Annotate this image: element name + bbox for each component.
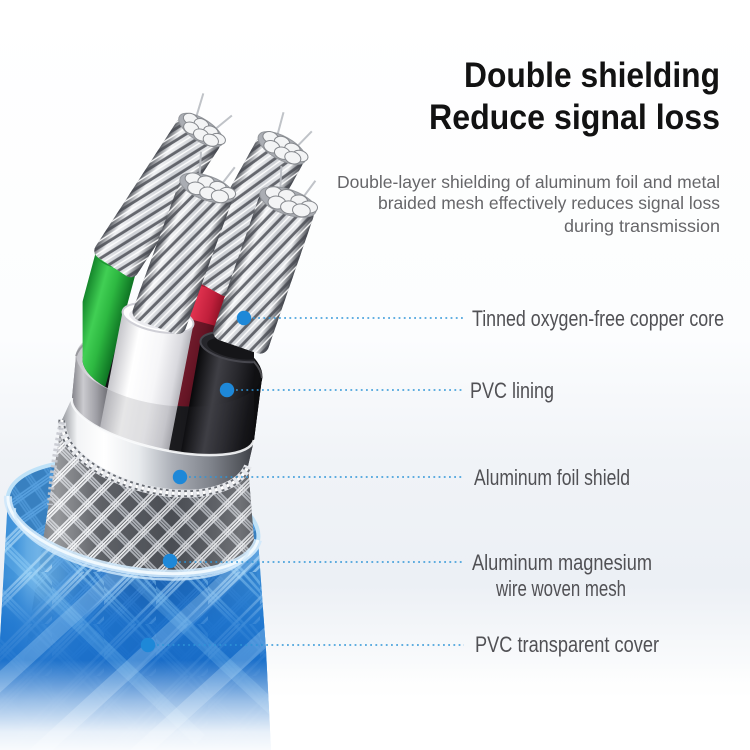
svg-text:Tinned oxygen-free copper core: Tinned oxygen-free copper core xyxy=(472,306,724,331)
svg-text:during transmission: during transmission xyxy=(564,216,720,236)
svg-text:Aluminum foil shield: Aluminum foil shield xyxy=(474,465,630,490)
svg-text:PVC transparent cover: PVC transparent cover xyxy=(475,632,659,657)
svg-text:PVC lining: PVC lining xyxy=(470,378,554,403)
svg-text:braided mesh effectively reduc: braided mesh effectively reduces signal … xyxy=(378,193,720,213)
svg-text:Double-layer shielding of alum: Double-layer shielding of aluminum foil … xyxy=(337,172,720,192)
svg-text:Aluminum magnesium: Aluminum magnesium xyxy=(472,550,652,575)
svg-text:Reduce signal loss: Reduce signal loss xyxy=(429,98,720,137)
svg-text:wire woven mesh: wire woven mesh xyxy=(495,576,626,601)
svg-text:Double shielding: Double shielding xyxy=(464,56,720,95)
